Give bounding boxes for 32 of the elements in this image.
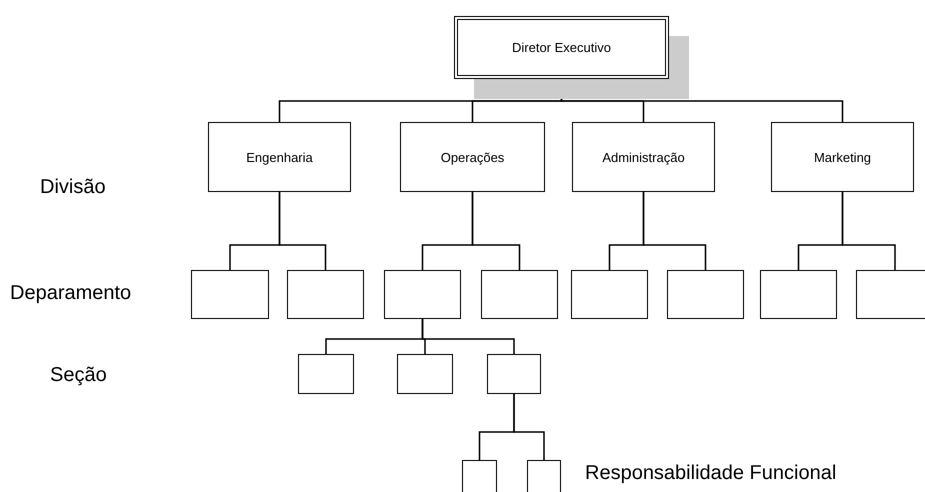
division-box xyxy=(208,122,351,192)
org-box xyxy=(667,270,744,319)
org-box xyxy=(384,270,461,319)
connector-line xyxy=(278,192,326,270)
connector-line xyxy=(642,192,706,270)
level-label: Seção xyxy=(50,364,107,387)
org-box xyxy=(298,354,354,394)
org-box xyxy=(856,270,925,319)
org-box xyxy=(487,354,541,394)
level-label: Deparamento xyxy=(10,282,132,305)
node-label: Administração xyxy=(602,150,685,164)
node-label: Operações xyxy=(440,150,504,164)
org-box xyxy=(760,270,837,319)
connector-line xyxy=(842,192,896,270)
division-box xyxy=(572,122,715,192)
connector-line xyxy=(422,319,515,354)
org-box xyxy=(287,270,364,319)
org-box xyxy=(571,270,648,319)
division-box xyxy=(400,122,545,192)
org-box xyxy=(191,270,269,319)
org-box xyxy=(462,460,497,492)
node-label: Marketing xyxy=(814,150,872,164)
connector-line xyxy=(513,394,545,460)
org-box xyxy=(397,354,453,394)
node-label: Engenharia xyxy=(246,150,313,164)
org-box xyxy=(527,460,561,492)
node-label: Diretor Executivo xyxy=(512,40,611,55)
level-label: Responsabilidade Funcional xyxy=(585,462,836,485)
org-box xyxy=(481,270,558,319)
division-box xyxy=(771,122,914,192)
level-label: Divisão xyxy=(40,176,106,199)
connector-line xyxy=(472,192,520,270)
